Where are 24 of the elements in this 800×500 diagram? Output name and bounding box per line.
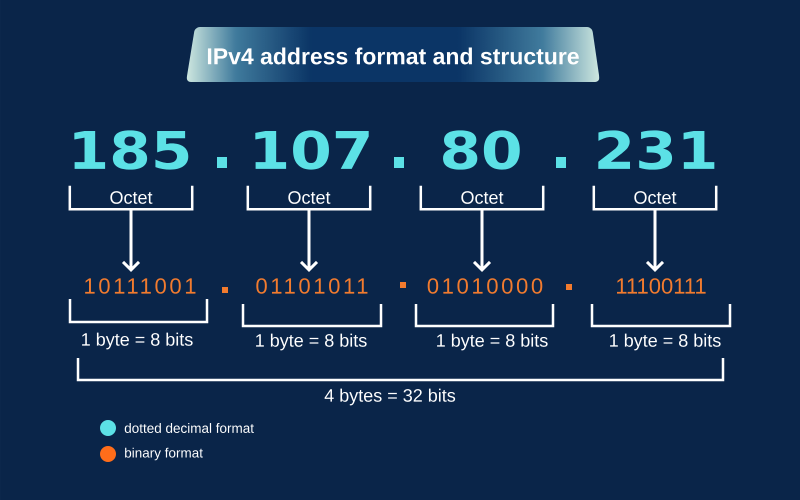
decimal-number: 231: [598, 130, 714, 170]
bracket-label: Octet: [246, 186, 372, 210]
decimal-number: 80: [443, 130, 520, 170]
byte-label: 1 byte = 8 bits: [256, 334, 367, 350]
bracket-label: Octet: [68, 186, 194, 210]
arrow: [122, 209, 140, 272]
arrow: [300, 209, 318, 272]
legend-label: binary format: [125, 448, 203, 460]
arrow: [646, 209, 664, 272]
title: IPv4 address format and structure: [208, 48, 579, 64]
binary-number: 10111001: [85, 278, 196, 294]
bracket-label: Octet: [420, 186, 544, 210]
bracket-label: Octet: [592, 186, 718, 210]
legend-label: dotted decimal format: [124, 423, 254, 433]
binary-number: 01101011: [256, 278, 368, 294]
arrow: [472, 209, 492, 272]
binary-number: 01010000: [428, 278, 542, 294]
byte-label: 1 byte = 8 bits: [82, 332, 193, 350]
byte-label: 1 byte = 8 bits: [610, 334, 721, 350]
total-label: 4 bytes = 32 bits: [324, 388, 456, 406]
binary-number: 11100111: [617, 278, 706, 294]
decimal-number: 107: [255, 130, 369, 170]
decimal-number: 185: [74, 130, 188, 170]
byte-label: 1 byte = 8 bits: [437, 334, 548, 350]
